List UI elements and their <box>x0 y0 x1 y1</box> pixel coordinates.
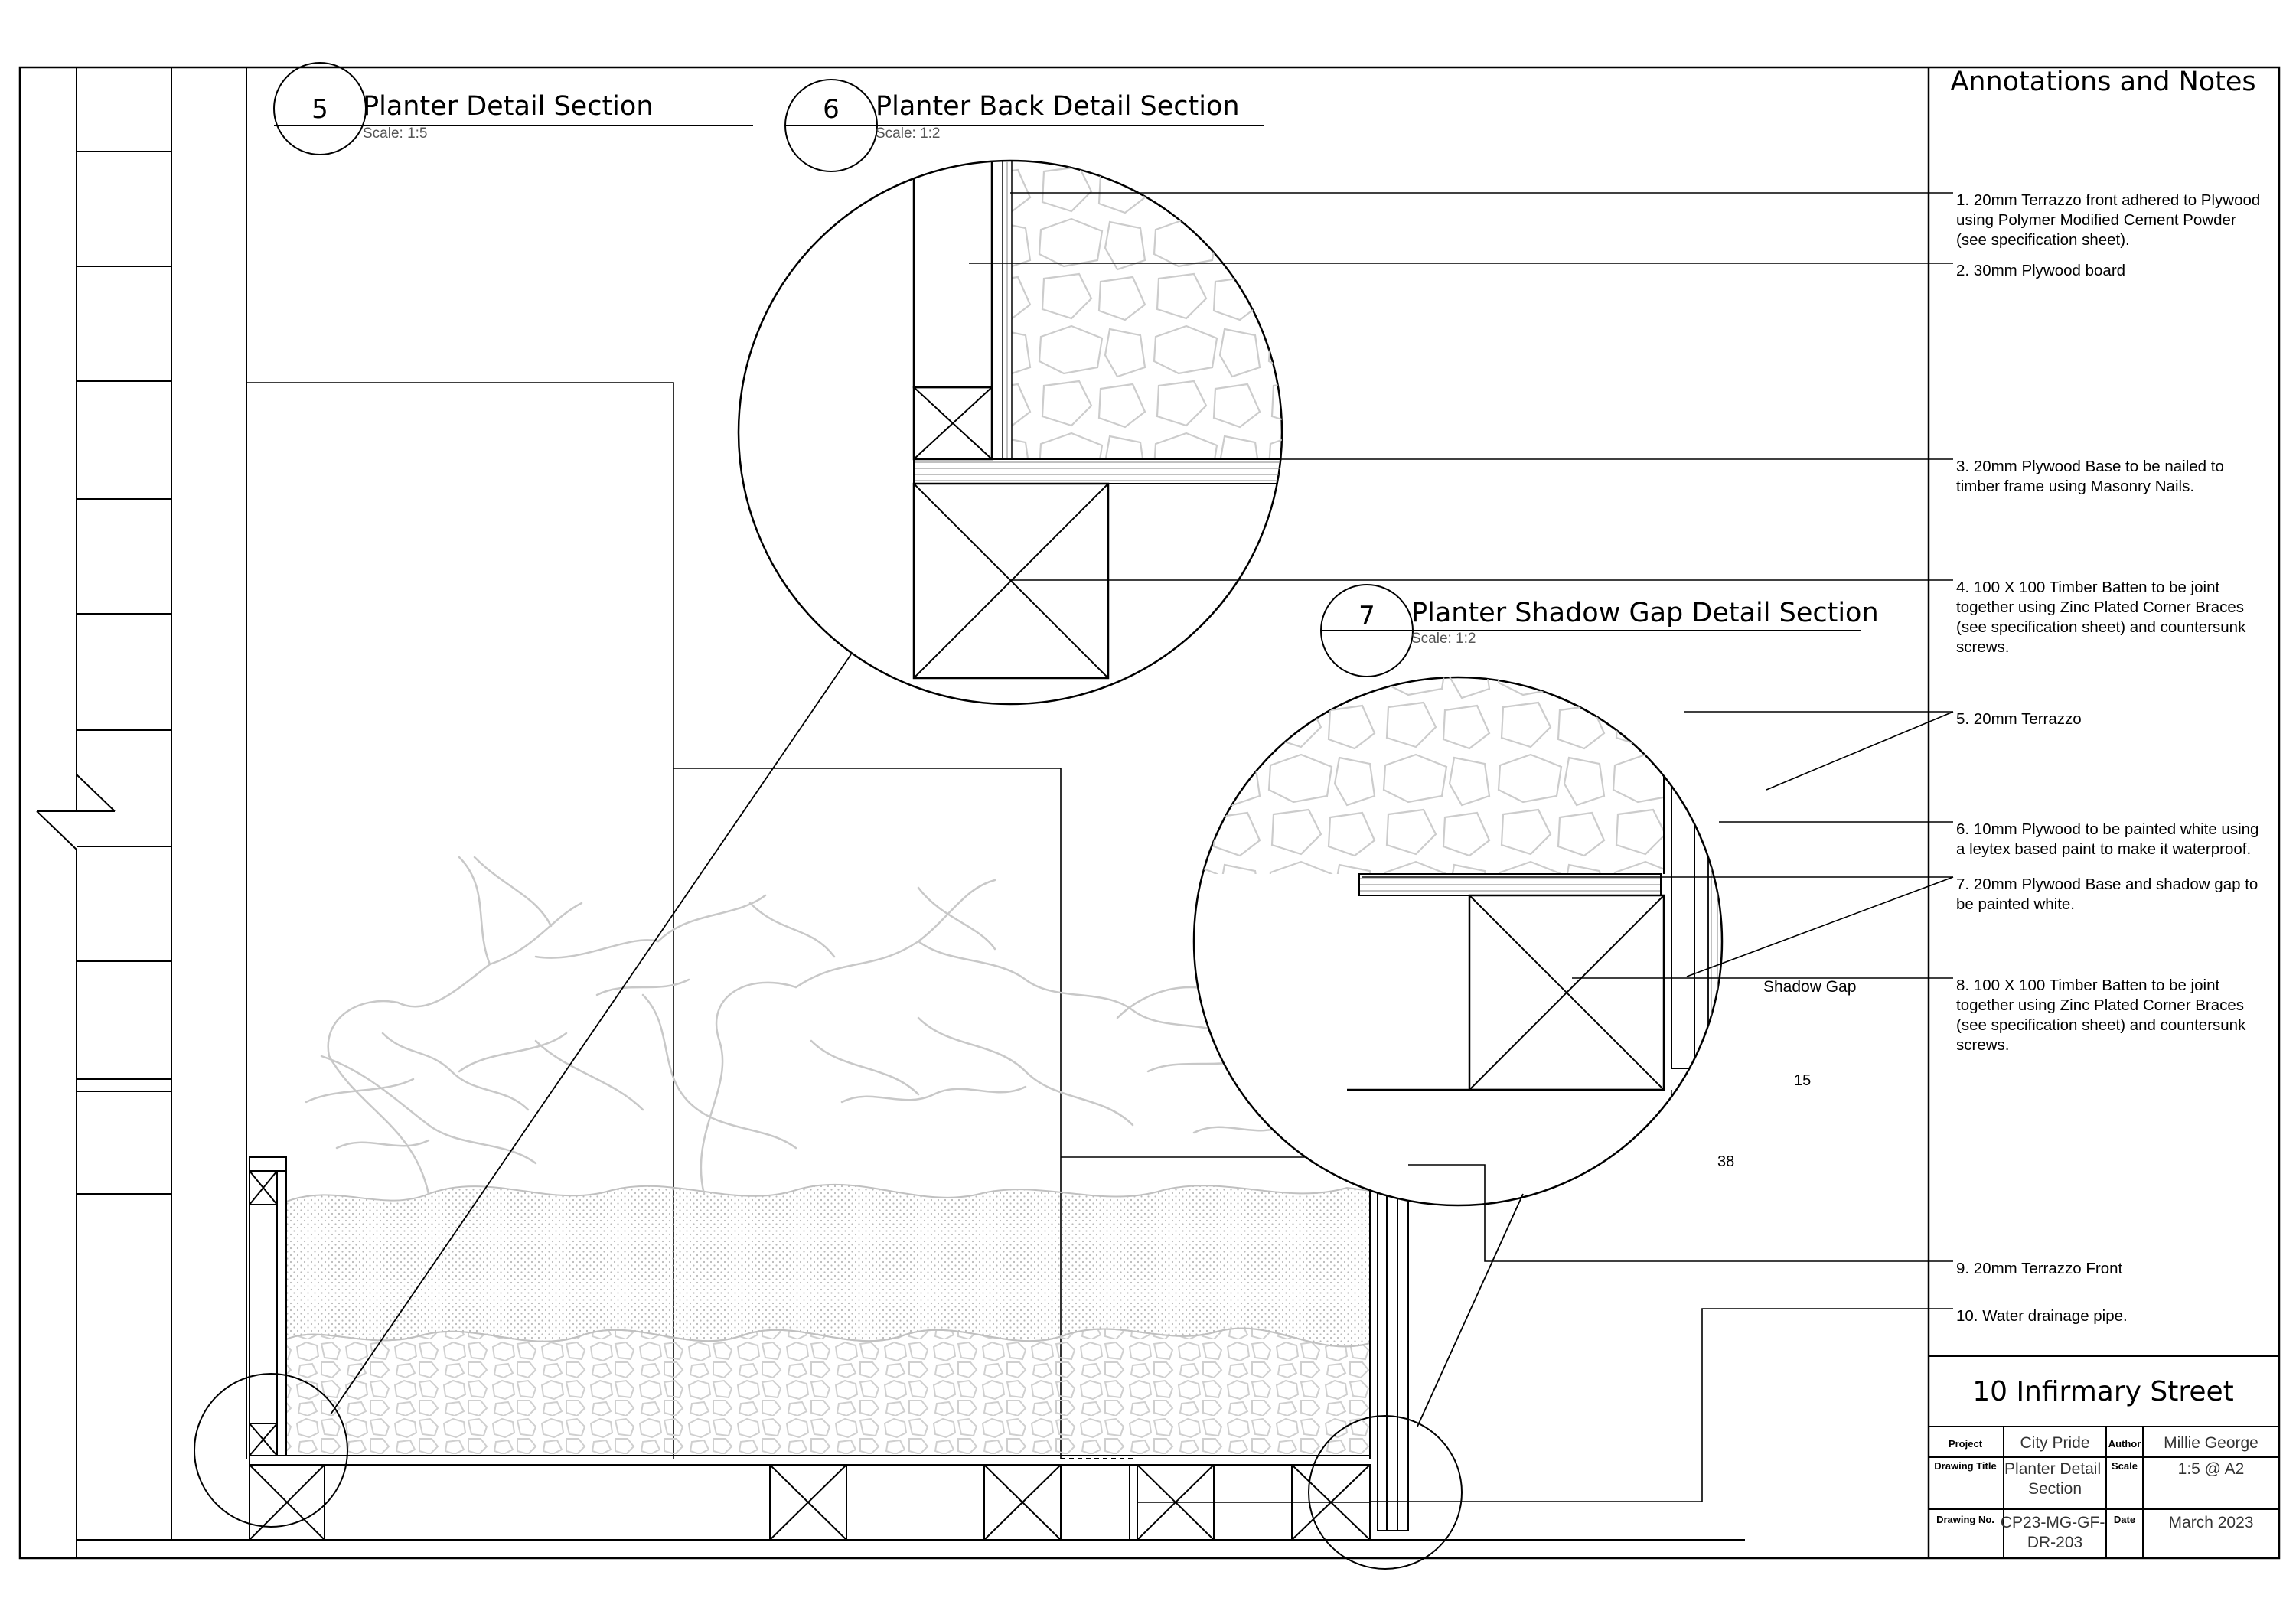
detail-6-number: 6 <box>823 94 840 125</box>
drawing-title-label: Drawing Title <box>1934 1460 1996 1472</box>
detail-7-heading: 7 Planter Shadow Gap Detail Section Scal… <box>1320 584 1879 677</box>
detail-5-scale: Scale: 1:5 <box>363 126 428 142</box>
note-1: 1. 20mm Terrazzo front adhered to Plywoo… <box>1956 191 2265 249</box>
title-block: 10 Infirmary Street Project Author Drawi… <box>1929 1355 2279 1558</box>
note-7: 7. 20mm Plywood Base and shadow gap to b… <box>1956 876 2262 913</box>
detail-5-title: Planter Detail Section <box>363 91 654 122</box>
planter-left-side <box>249 1156 287 1456</box>
note-leaders <box>969 192 1954 1502</box>
drawing-no-value: CP23-MG-GF- DR-203 <box>2001 1514 2109 1551</box>
notes-list: 1. 20mm Terrazzo front adhered to Plywoo… <box>1956 191 2265 1325</box>
note-9: 9. 20mm Terrazzo Front <box>1956 1260 2123 1277</box>
detail-5-heading: 5 Planter Detail Section Scale: 1:5 <box>273 62 753 155</box>
detail-7-magnified <box>1192 676 1724 1427</box>
project-label: Project <box>1949 1438 1983 1450</box>
sheet-frame <box>18 66 2281 1560</box>
planter-base <box>249 1455 1370 1466</box>
detail-7-number: 7 <box>1358 601 1375 631</box>
soil-fill <box>285 1183 1371 1348</box>
note-10: 10. Water drainage pipe. <box>1956 1307 2128 1325</box>
project-value: City Pride <box>2020 1434 2089 1452</box>
detail-6-magnified <box>330 159 1283 1415</box>
note-4: 4. 100 X 100 Timber Batten to be joint t… <box>1956 579 2250 656</box>
project-name: 10 Infirmary Street <box>1972 1376 2234 1407</box>
detail-5-number: 5 <box>311 94 328 125</box>
author-label: Author <box>2108 1438 2141 1450</box>
drawing-no-label: Drawing No. <box>1936 1514 1994 1525</box>
dim-38: 38 <box>1717 1153 1734 1170</box>
callout-circle-back <box>194 1373 348 1528</box>
dim-15: 15 <box>1794 1072 1811 1089</box>
planter-section <box>194 856 1463 1570</box>
date-value: March 2023 <box>2169 1514 2254 1531</box>
shadow-gap-label: Shadow Gap <box>1763 978 1856 996</box>
detail-6-heading: 6 Planter Back Detail Section Scale: 1:2 <box>784 79 1264 172</box>
detail-6-title: Planter Back Detail Section <box>876 91 1240 122</box>
note-2: 2. 30mm Plywood board <box>1956 262 2125 279</box>
detail-7-scale: Scale: 1:2 <box>1411 631 1476 647</box>
note-5: 5. 20mm Terrazzo <box>1956 710 2082 728</box>
note-3: 3. 20mm Plywood Base to be nailed to tim… <box>1956 458 2229 495</box>
scale-value: 1:5 @ A2 <box>2178 1460 2245 1478</box>
author-value: Millie George <box>2164 1434 2258 1452</box>
note-6: 6. 10mm Plywood to be painted white usin… <box>1956 820 2263 858</box>
existing-wall-elevation <box>36 67 1745 1558</box>
note-8: 8. 100 X 100 Timber Batten to be joint t… <box>1956 977 2250 1054</box>
callout-circle-front <box>1308 1415 1463 1570</box>
timber-battens <box>249 1458 1371 1541</box>
notes-heading: Annotations and Notes <box>1950 67 2255 97</box>
detail-7-title: Planter Shadow Gap Detail Section <box>1411 598 1879 628</box>
detail-6-scale: Scale: 1:2 <box>876 126 941 142</box>
drawing-title-value: Planter Detail Section <box>2004 1460 2105 1498</box>
scale-label: Scale <box>2112 1460 2138 1472</box>
drainage-stones <box>285 1327 1371 1456</box>
planter-right-side <box>1369 1156 1409 1531</box>
date-label: Date <box>2114 1514 2135 1525</box>
